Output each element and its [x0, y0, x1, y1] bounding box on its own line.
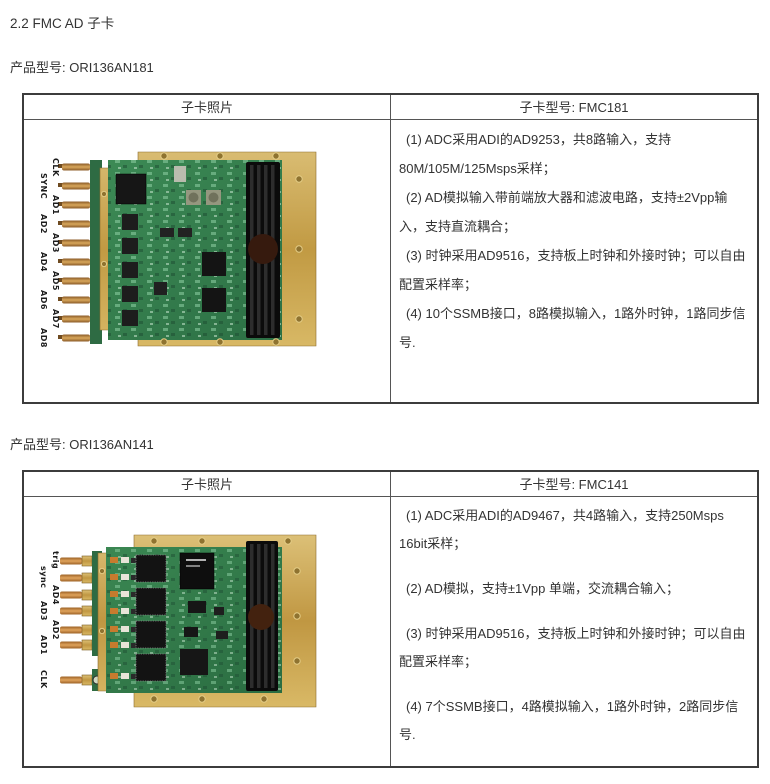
photo-header-cell: 子卡照片 [22, 93, 391, 120]
product-model-1: 产品型号: ORI136AN181 [10, 60, 154, 75]
specs-cell-fmc141: (1) ADC采用ADI的AD9467，共4路输入，支持250Msps 16bi… [390, 495, 759, 768]
pcb-edge-strip [90, 160, 102, 344]
table-header-row: 子卡照片 子卡型号: FMC181 [22, 93, 759, 120]
adc-chips [135, 554, 167, 681]
fmc-connector [246, 540, 278, 691]
table-body-row: trig sync AD4 AD3 AD2 AD1 CLK (1) ADC采用A… [22, 495, 759, 768]
fmc141-board-graphic [60, 534, 317, 707]
fmc181-photo: CLK SYNC AD1 AD2 AD3 AD4 AD5 AD6 AD7 AD8 [34, 134, 322, 366]
connector-label: AD5 [51, 271, 60, 291]
connector-label: SYNC [39, 172, 48, 200]
photo-header-cell: 子卡照片 [22, 470, 391, 497]
connector-label: AD8 [39, 328, 48, 348]
ssmb-connectors [60, 555, 93, 685]
fmc181-board-graphic [58, 151, 317, 347]
connector-label: AD2 [51, 619, 60, 640]
fmc-connector [246, 162, 280, 338]
fmc141-photo: trig sync AD4 AD3 AD2 AD1 CLK [34, 511, 322, 716]
spec-table-fmc181: 子卡照片 子卡型号: FMC181 [22, 93, 759, 404]
page-title: 2.2 FMC AD 子卡 [10, 16, 115, 31]
connector-label: AD1 [39, 634, 48, 655]
connector-label: AD6 [39, 290, 48, 310]
pcb-edge-strip [92, 550, 102, 656]
connector-label: CLK [39, 670, 48, 689]
connector-label: sync [39, 566, 48, 589]
connector-label: AD1 [51, 195, 60, 215]
connector-label: AD3 [51, 233, 60, 253]
specs-cell-fmc181: (1) ADC采用ADI的AD9253，共8路输入，支持80M/105M/125… [390, 119, 759, 403]
connector-label: AD7 [51, 309, 60, 329]
spec-item: (3) 时钟采用AD9516，支持板上时钟和外接时钟；可以自由配置采样率； [399, 625, 746, 669]
table-header-row: 子卡照片 子卡型号: FMC141 [22, 470, 759, 497]
screw-holes [100, 152, 303, 346]
connector-label: AD4 [51, 584, 60, 605]
screw-holes [98, 536, 301, 703]
front-end-components [110, 556, 137, 679]
ic-chips [115, 166, 226, 326]
model-header-cell: 子卡型号: FMC181 [390, 93, 759, 120]
ssmb-connectors [58, 163, 90, 342]
model-header-cell: 子卡型号: FMC141 [390, 470, 759, 497]
spec-item: (1) ADC采用ADI的AD9467，共4路输入，支持250Msps 16bi… [399, 507, 724, 551]
round-sticker [248, 234, 278, 264]
photo-cell-fmc141: trig sync AD4 AD3 AD2 AD1 CLK [22, 495, 391, 768]
photo-cell-fmc181: CLK SYNC AD1 AD2 AD3 AD4 AD5 AD6 AD7 AD8 [22, 119, 391, 403]
misc-chips [180, 600, 228, 675]
fpga-chip [179, 552, 215, 589]
spec-table-fmc141: 子卡照片 子卡型号: FMC141 [22, 469, 759, 768]
spec-item: (4) 7个SSMB接口，4路模拟输入，1路外时钟，2路同步信号. [399, 698, 739, 742]
spec-item: (2) AD模拟输入带前端放大器和滤波电路，支持±2Vpp输入，支持直流耦合； [399, 190, 728, 234]
spec-item: (1) ADC采用ADI的AD9253，共8路输入，支持80M/105M/125… [399, 132, 672, 176]
connector-label: CLK [51, 157, 60, 177]
connector-label: AD2 [39, 214, 48, 234]
connector-label: AD4 [39, 252, 48, 272]
connector-label: trig [51, 551, 60, 570]
spec-item: (2) AD模拟，支持±1Vpp 单端，交流耦合输入； [406, 580, 679, 596]
connector-label: AD3 [39, 600, 48, 621]
table-body-row: CLK SYNC AD1 AD2 AD3 AD4 AD5 AD6 AD7 AD8… [22, 119, 759, 403]
product-model-2: 产品型号: ORI136AN141 [10, 436, 154, 452]
spec-item: (3) 时钟采用AD9516，支持板上时钟和外接时钟；可以自由配置采样率； [399, 248, 746, 292]
spec-item: (4) 10个SSMB接口，8路模拟输入，1路外时钟，1路同步信号. [399, 306, 746, 350]
round-sticker [248, 603, 274, 630]
